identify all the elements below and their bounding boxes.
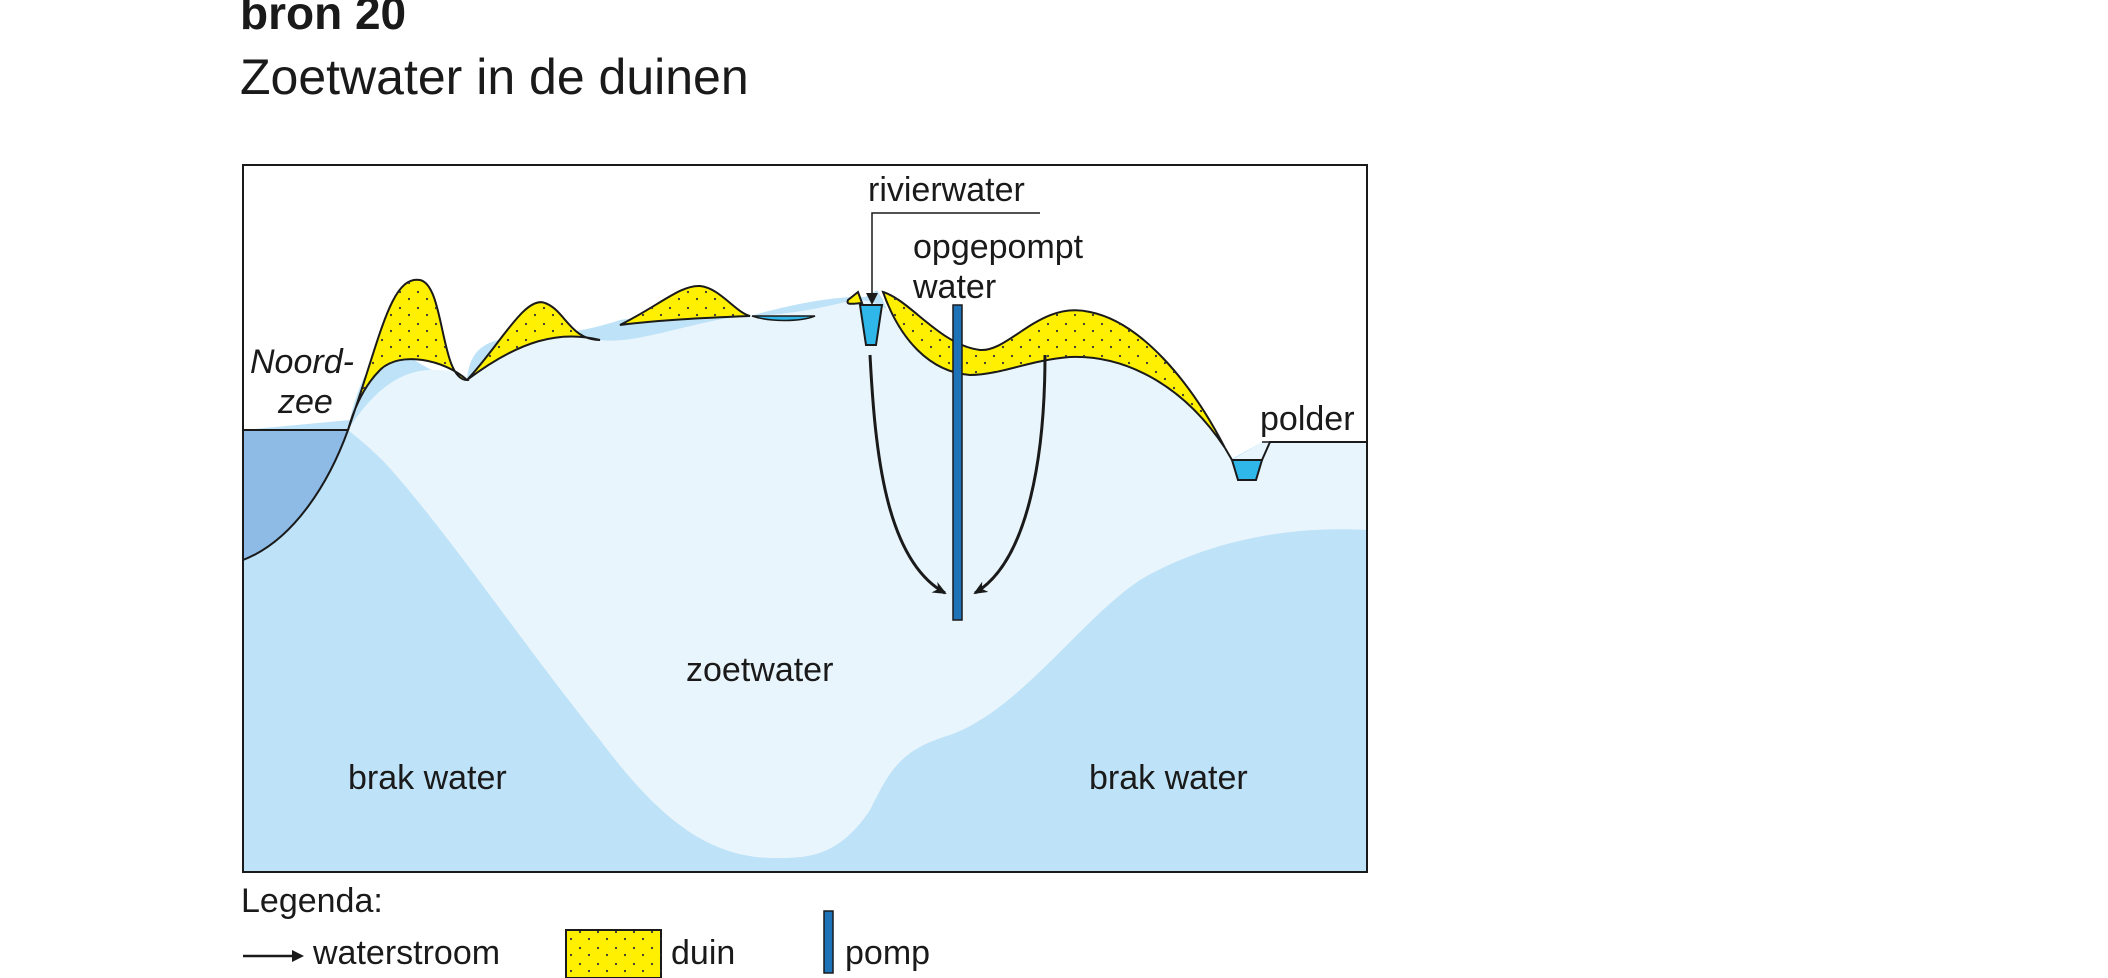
water-flow-arrow-right <box>973 354 1047 595</box>
air-region <box>243 165 1367 460</box>
diagram-frame <box>242 164 1368 873</box>
water-flow-arrow-left <box>868 354 947 595</box>
label-north-sea-line2: zee <box>277 383 333 421</box>
pump-icon <box>823 910 834 974</box>
label-polder: polder <box>1260 400 1355 438</box>
source-label: bron 20 <box>240 0 407 39</box>
legend-title: Legenda: <box>241 882 383 920</box>
label-brackish-water-left: brak water <box>348 759 507 797</box>
fresh-water-lens <box>348 300 1367 859</box>
legend: Legenda: waterstroom duin pomp <box>241 882 930 978</box>
label-north-sea: Noord- <box>250 343 354 381</box>
label-pumped-water: opgepompt <box>913 228 1084 266</box>
label-fresh-water: zoetwater <box>686 651 833 689</box>
label-river-water: rivierwater <box>868 171 1025 209</box>
dune-4 <box>846 290 864 305</box>
legend-item-waterstroom: waterstroom <box>312 934 500 972</box>
river-water-leader <box>871 212 1040 300</box>
legend-item-duin: duin <box>671 934 735 972</box>
legend-item-pomp: pomp <box>845 934 930 972</box>
pump-well <box>952 304 963 621</box>
polder-ditch <box>1230 459 1264 481</box>
label-brackish-water-right: brak water <box>1089 759 1248 797</box>
dunes <box>347 278 1226 449</box>
dune-lake <box>751 315 816 322</box>
label-pumped-water-line2: water <box>912 268 996 306</box>
river-water-basin <box>858 304 884 346</box>
diagram-title: Zoetwater in de duinen <box>240 49 749 105</box>
north-sea <box>242 429 350 562</box>
